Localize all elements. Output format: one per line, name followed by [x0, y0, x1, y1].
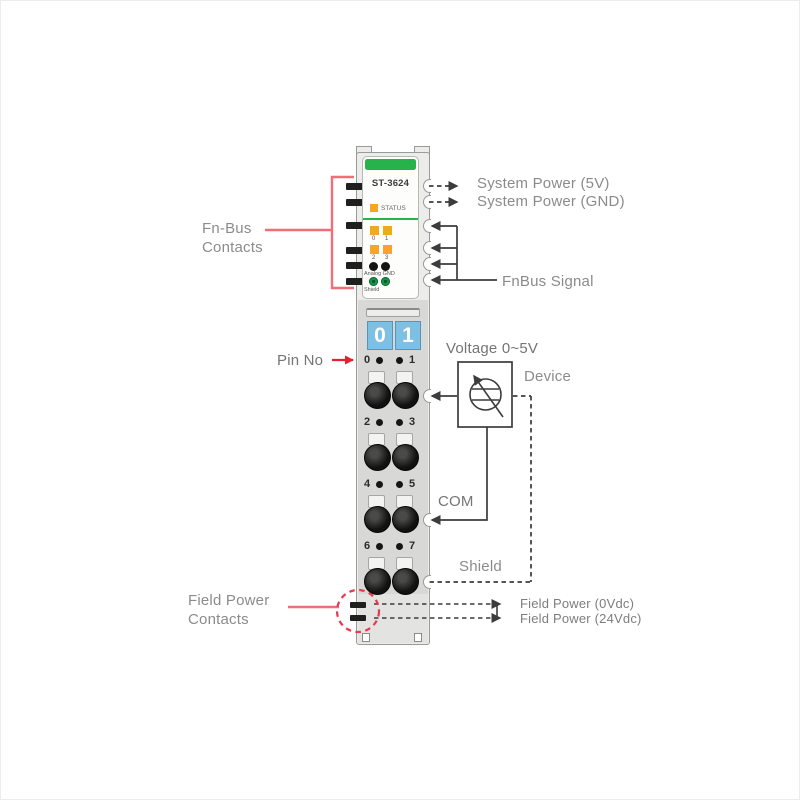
terminal-pin-row: 0 1	[360, 354, 426, 367]
fnbus-contacts-line1: Fn-Bus	[202, 220, 252, 237]
display-slot	[366, 308, 420, 317]
fnbus-signal-wires	[430, 221, 497, 285]
status-led-label: STATUS	[381, 205, 406, 212]
module-bottom-notch	[414, 633, 422, 642]
terminal-hole	[392, 382, 419, 409]
pin-hole	[396, 481, 403, 488]
pin-hole	[396, 357, 403, 364]
system-power-wires	[429, 181, 459, 207]
channel-led	[370, 245, 379, 254]
face-divider	[363, 218, 418, 220]
system-power-5v-label: System Power (5V)	[477, 175, 610, 192]
face-shield-label: Shield	[364, 287, 380, 293]
bus-connector-notch	[423, 241, 431, 255]
pin-hole	[376, 419, 383, 426]
terminal-hole	[392, 568, 419, 595]
pin-number: 6	[363, 540, 371, 552]
terminal-pin-row: 2 3	[360, 416, 426, 429]
shield-dot	[381, 277, 390, 286]
fnbus-contact-bar	[346, 278, 364, 285]
channel-led	[383, 226, 392, 235]
terminal-hole	[392, 444, 419, 471]
fnbus-contacts-line2: Contacts	[202, 239, 263, 256]
analog-gnd-dot	[381, 262, 390, 271]
fnbus-contacts-label: Fn-Bus Contacts	[202, 219, 263, 257]
system-power-gnd-label: System Power (GND)	[477, 193, 625, 210]
module-top-tab	[414, 146, 430, 156]
pin-number: 7	[408, 540, 416, 552]
field-power-contact-bar	[350, 602, 366, 608]
terminal-connector-notch	[423, 389, 431, 403]
bus-connector-notch	[423, 273, 431, 287]
shield-dot	[369, 277, 378, 286]
pin-hole	[376, 357, 383, 364]
terminal-hole	[364, 444, 391, 471]
shield-label: Shield	[459, 558, 502, 575]
pin-number: 3	[408, 416, 416, 428]
channel-led-label: 1	[385, 236, 389, 242]
field-power-contacts-label: Field Power Contacts	[188, 591, 269, 629]
terminal-hole	[364, 506, 391, 533]
analog-gnd-label: Analog GND	[364, 271, 395, 277]
fnbus-contact-bar	[346, 183, 364, 190]
terminal-hole	[392, 506, 419, 533]
bus-connector-notch	[423, 257, 431, 271]
display-digit: 1	[395, 321, 421, 350]
pin-number: 2	[363, 416, 371, 428]
module-top-tab	[356, 146, 372, 156]
pin-hole	[376, 543, 383, 550]
voltage-range-label: Voltage 0~5V	[446, 340, 539, 357]
bus-connector-notch	[423, 219, 431, 233]
terminal-pin-row: 6 7	[360, 540, 426, 553]
terminal-hole	[364, 568, 391, 595]
field-power-0vdc-label: Field Power (0Vdc)	[520, 596, 635, 611]
fnbus-contact-bar	[346, 199, 364, 206]
terminal-connector-notch	[423, 513, 431, 527]
channel-led	[370, 226, 379, 235]
channel-led-label: 0	[372, 236, 376, 242]
pin-number: 0	[363, 354, 371, 366]
fnbus-contact-bar	[346, 222, 364, 229]
terminal-hole	[364, 382, 391, 409]
device-label: Device	[524, 368, 572, 385]
fnbus-contact-bar	[346, 262, 364, 269]
bus-connector-notch	[423, 195, 431, 209]
field-power-contact-bar	[350, 615, 366, 621]
pin-hole	[376, 481, 383, 488]
fnbus-contact-bar	[346, 247, 364, 254]
module-bottom-notch	[362, 633, 370, 642]
channel-led	[383, 245, 392, 254]
pin-number: 4	[363, 478, 371, 490]
module-header-bar	[365, 159, 416, 170]
fnbus-contacts-bracket	[265, 175, 354, 290]
status-led	[370, 204, 378, 212]
variable-source-icon	[457, 361, 513, 428]
terminal-connector-notch	[423, 575, 431, 589]
channel-led-label: 3	[385, 255, 389, 261]
pin-hole	[396, 419, 403, 426]
fnbus-signal-label: FnBus Signal	[502, 273, 594, 290]
display-digit: 0	[367, 321, 393, 350]
field-power-24vdc-label: Field Power (24Vdc)	[520, 611, 642, 626]
terminal-pin-row: 4 5	[360, 478, 426, 491]
field-power-contacts-line2: Contacts	[188, 611, 249, 628]
bus-connector-notch	[423, 179, 431, 193]
pin-number: 1	[408, 354, 416, 366]
analog-gnd-dot	[369, 262, 378, 271]
pin-no-label: Pin No	[277, 352, 324, 369]
com-label: COM	[438, 493, 474, 510]
device-shield-dashed-wire	[429, 395, 532, 583]
module-model-label: ST-3624	[371, 178, 410, 189]
field-power-contacts-line1: Field Power	[188, 592, 270, 609]
pin-number: 5	[408, 478, 416, 490]
pin-hole	[396, 543, 403, 550]
channel-led-label: 2	[372, 255, 376, 261]
